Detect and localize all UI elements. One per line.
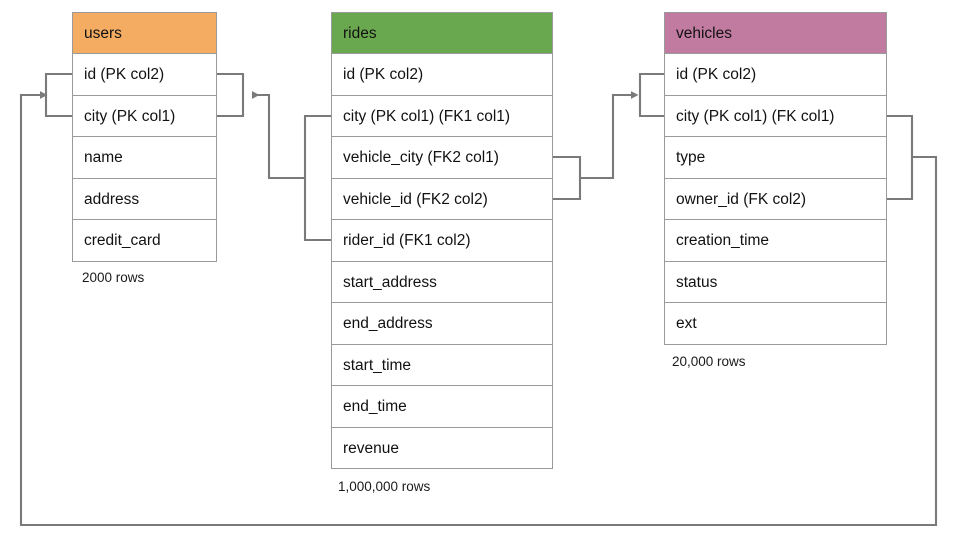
- edge-rides-fk1-to-users: [252, 91, 305, 180]
- table-vehicles-header: vehicles: [665, 13, 886, 54]
- table-rides-column-vehicle-city[interactable]: vehicle_city (FK2 col1): [332, 137, 552, 179]
- edge-users-left-bracket: [44, 72, 72, 118]
- table-rides-column-city[interactable]: city (PK col1) (FK1 col1): [332, 95, 552, 137]
- table-users[interactable]: users id (PK col2) city (PK col1) name a…: [72, 12, 217, 262]
- table-vehicles-column-ext[interactable]: ext: [665, 303, 886, 345]
- table-vehicles-column-owner-id[interactable]: owner_id (FK col2): [665, 178, 886, 220]
- table-rides-column-rider-id[interactable]: rider_id (FK1 col2): [332, 220, 552, 262]
- table-users-column-id[interactable]: id (PK col2): [73, 54, 216, 96]
- edge-rides-left-bracket: [303, 114, 331, 242]
- edge-users-right-bracket: [217, 72, 245, 118]
- table-rides-column-start-time[interactable]: start_time: [332, 344, 552, 386]
- edge-rides-fk2-to-vehicles: [580, 91, 639, 180]
- table-vehicles[interactable]: vehicles id (PK col2) city (PK col1) (FK…: [664, 12, 887, 345]
- table-rides[interactable]: rides id (PK col2) city (PK col1) (FK1 c…: [331, 12, 553, 469]
- edge-vehicles-left-bracket: [638, 72, 664, 118]
- table-users-column-city[interactable]: city (PK col1): [73, 95, 216, 137]
- table-vehicles-column-id[interactable]: id (PK col2): [665, 54, 886, 96]
- table-users-row-count: 2000 rows: [82, 270, 145, 285]
- table-rides-column-end-address[interactable]: end_address: [332, 303, 552, 345]
- table-rides-column-revenue[interactable]: revenue: [332, 427, 552, 469]
- table-vehicles-column-status[interactable]: status: [665, 261, 886, 303]
- table-users-column-name[interactable]: name: [73, 137, 216, 179]
- table-rides-column-vehicle-id[interactable]: vehicle_id (FK2 col2): [332, 178, 552, 220]
- table-vehicles-column-city[interactable]: city (PK col1) (FK col1): [665, 95, 886, 137]
- table-rides-column-start-address[interactable]: start_address: [332, 261, 552, 303]
- table-rides-header: rides: [332, 13, 552, 54]
- table-vehicles-column-type[interactable]: type: [665, 137, 886, 179]
- table-users-header: users: [73, 13, 216, 54]
- edge-rides-right-bracket: [553, 155, 582, 201]
- table-vehicles-row-count: 20,000 rows: [672, 354, 746, 369]
- table-rides-column-end-time[interactable]: end_time: [332, 386, 552, 428]
- table-users-column-credit-card[interactable]: credit_card: [73, 220, 216, 262]
- table-users-column-address[interactable]: address: [73, 178, 216, 220]
- table-rides-column-id[interactable]: id (PK col2): [332, 54, 552, 96]
- table-vehicles-column-creation-time[interactable]: creation_time: [665, 220, 886, 262]
- table-rides-row-count: 1,000,000 rows: [338, 479, 431, 494]
- edge-vehicles-right-bracket: [887, 114, 914, 201]
